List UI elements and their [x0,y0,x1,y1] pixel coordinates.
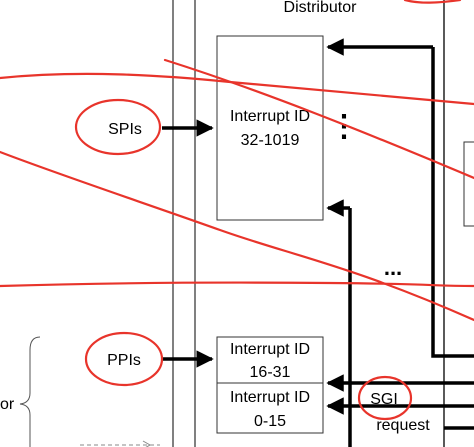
cpu-interface-box-partial [463,141,474,227]
ppi-range-box: Interrupt ID 16-31 [216,336,324,384]
spis-label: SPIs [108,121,142,138]
sgi-range-line2: 0-15 [254,413,286,430]
red-stroke-diagonal-2 [163,58,474,180]
ppis-label: PPIs [107,352,141,369]
spi-range-box: Interrupt ID 32-1019 [216,35,324,221]
ppi-range-line1: Interrupt ID [230,341,310,358]
ppis-circle [84,331,164,387]
sgi-range-line1: Interrupt ID [230,389,310,406]
ppi-range-line2: 16-31 [250,364,291,381]
left-cutoff-text: or [0,396,15,413]
left-brace [19,336,41,447]
red-stroke-horizontal [0,281,474,288]
red-stroke-diagonal-1 [0,150,474,322]
connector-right-loop [431,47,474,358]
distributor-title: Distributor [284,0,358,16]
spis-circle [74,98,162,156]
bottom-small-arrow [142,440,152,447]
sgi-label: SGI [370,391,398,408]
red-stroke-top-right [403,0,462,4]
sgi-range-box: Interrupt ID 0-15 [216,382,324,434]
red-annotations [0,0,474,421]
sgi-circle [357,375,413,421]
horizontal-ellipsis: ... [384,255,402,280]
frame-lines [172,0,445,447]
sgi-request-label: request [376,417,430,434]
vertical-ellipsis: ⋮ [329,110,359,143]
spi-range-line2: 32-1019 [241,132,300,149]
connectors [162,38,474,447]
spi-range-line1: Interrupt ID [230,108,310,125]
